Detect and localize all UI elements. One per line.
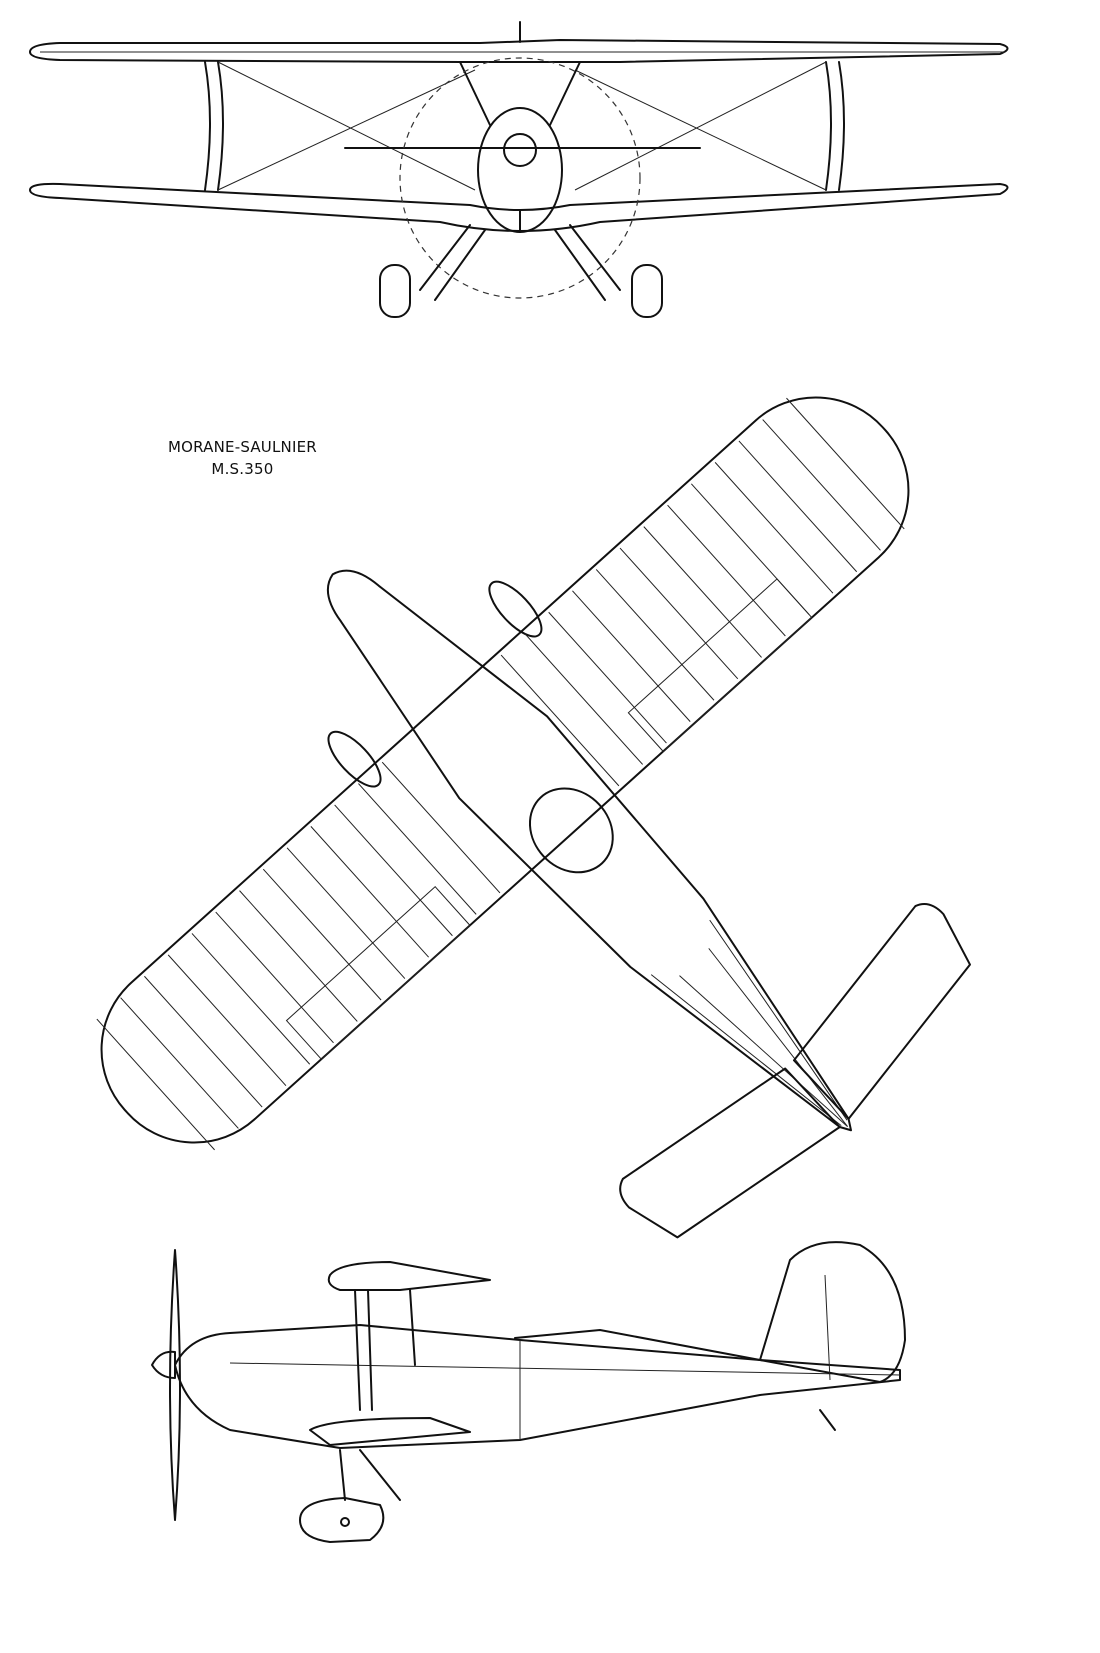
wing-rib-line — [500, 654, 620, 787]
wing-rib-line — [262, 868, 382, 1001]
wing-rib-line — [738, 440, 858, 573]
wing-rib-line — [667, 504, 786, 637]
wing-rib-line — [572, 590, 691, 722]
wing-rib-line — [120, 997, 239, 1129]
wing-rib-line — [548, 611, 667, 744]
wing-rib-line — [595, 569, 715, 701]
wing-rib-line — [167, 954, 287, 1086]
wing-rib-line — [643, 526, 762, 658]
wing-rib-line — [714, 462, 834, 594]
wing-rib-line — [381, 761, 501, 894]
side-view — [151, 1241, 906, 1543]
manufacturer-label: MORANE-SAULNIER — [168, 438, 317, 456]
drawing-caption: MORANE-SAULNIER M.S.350 — [168, 436, 317, 480]
wing-rib-line — [619, 547, 739, 680]
front-view — [29, 21, 1009, 318]
wing-rib-line — [762, 419, 881, 551]
wing-rib-line — [524, 633, 644, 765]
wing-rib-line — [286, 847, 406, 979]
wing-rib-line — [239, 890, 358, 1022]
wing-rib-line — [96, 1018, 215, 1151]
wing-rib-line — [215, 911, 334, 1044]
plan-view — [96, 396, 971, 1239]
model-label: M.S.350 — [211, 460, 274, 478]
wing-rib-line — [310, 826, 430, 958]
wing-rib-line — [786, 397, 905, 530]
wing-rib-line — [334, 804, 453, 937]
wing-rib-line — [358, 783, 477, 915]
wing-rib-line — [144, 975, 263, 1108]
wing-rib-line — [191, 933, 311, 1065]
